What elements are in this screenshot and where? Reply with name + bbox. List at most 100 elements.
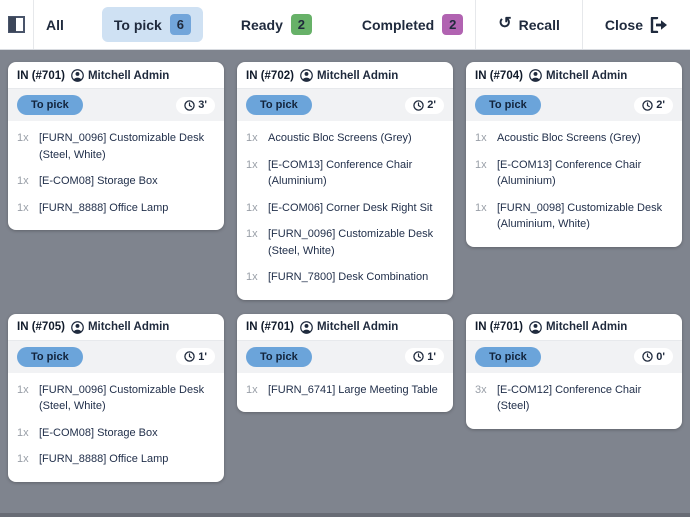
card-badge-row: To pick 2' bbox=[466, 89, 682, 121]
item-row: 1x[E-COM06] Corner Desk Right Sit bbox=[246, 195, 444, 222]
picking-card[interactable]: IN (#702) Mitchell Admin To pick bbox=[237, 62, 453, 300]
card-header: IN (#702) Mitchell Admin bbox=[237, 62, 453, 89]
tab-completed[interactable]: Completed 2 bbox=[350, 7, 475, 42]
card-badge-row: To pick 0' bbox=[466, 340, 682, 373]
card-user: Mitchell Admin bbox=[529, 320, 628, 334]
item-row: 1x [E-COM08] Storage Box bbox=[17, 168, 215, 195]
item-name: [FURN_0098] Customizable Desk (Aluminium… bbox=[497, 201, 663, 231]
card-user: Mitchell Admin bbox=[300, 320, 398, 334]
user-circle-icon bbox=[300, 69, 313, 82]
card-time-pill: 3' bbox=[176, 96, 215, 114]
item-qty: 1x bbox=[246, 132, 258, 144]
sign-out-icon bbox=[650, 16, 668, 33]
card-reference: IN (#701) bbox=[246, 321, 294, 333]
card-time: 1' bbox=[427, 350, 436, 363]
item-qty: 1x bbox=[246, 158, 258, 171]
card-user-name: Mitchell Admin bbox=[87, 69, 170, 82]
card-time: 2' bbox=[656, 99, 665, 111]
picking-card[interactable]: IN (#701) Mitchell Admin To pick bbox=[466, 313, 682, 429]
card-time-pill: 1' bbox=[405, 348, 444, 365]
item-row: 1x[FURN_8888] Office Lamp bbox=[17, 195, 215, 222]
item-qty: 1x bbox=[17, 175, 29, 187]
recall-icon: ↺ bbox=[498, 14, 512, 32]
item-row: 1x[FURN_0098] Customizable Desk (Alumini… bbox=[475, 195, 673, 238]
card-items: 3x [E-COM12] Conference Chair (Steel) bbox=[466, 373, 682, 429]
sidebar-toggle-icon bbox=[7, 16, 25, 33]
clock-icon bbox=[413, 351, 424, 362]
card-user-name: Mitchell Admin bbox=[545, 321, 628, 333]
card-time: 0' bbox=[656, 350, 665, 363]
user-circle-icon bbox=[300, 320, 313, 334]
tab-all[interactable]: All bbox=[34, 10, 76, 40]
tab-to-pick-label: To pick bbox=[113, 16, 162, 33]
item-qty: 1x bbox=[17, 201, 29, 214]
item-name: [E-COM13] Conference Chair (Aluminium) bbox=[268, 158, 413, 188]
clock-icon bbox=[413, 99, 424, 111]
card-header: IN (#701) Mitchell Admin bbox=[8, 62, 224, 89]
clock-icon bbox=[184, 99, 195, 111]
topbar: All To pick 6 Ready 2 Completed 2 ↺ Reca… bbox=[0, 0, 690, 50]
tab-completed-count: 2 bbox=[442, 14, 464, 35]
item-row: 1x[FURN_6741] Large Meeting Table bbox=[246, 377, 444, 404]
tab-ready[interactable]: Ready 2 bbox=[229, 7, 324, 42]
item-qty: 1x bbox=[17, 426, 29, 439]
tab-to-pick[interactable]: To pick 6 bbox=[101, 7, 203, 42]
card-time-pill: 1' bbox=[176, 348, 215, 365]
recall-button[interactable]: ↺ Recall bbox=[475, 0, 582, 49]
filter-tabs: All To pick 6 Ready 2 Completed 2 bbox=[34, 0, 475, 49]
card-user-name: Mitchell Admin bbox=[545, 69, 628, 82]
card-items: 1x [FURN_0096] Customizable Desk (Steel, … bbox=[8, 373, 224, 482]
item-name: [E-COM08] Storage Box bbox=[39, 426, 158, 439]
tab-ready-label: Ready bbox=[240, 16, 283, 33]
picking-card[interactable]: IN (#704) Mitchell Admin To pick bbox=[466, 62, 682, 247]
card-time: 2' bbox=[427, 99, 436, 111]
item-qty: 1x bbox=[246, 271, 258, 283]
item-name: [FURN_8888] Office Lamp bbox=[39, 453, 169, 465]
card-user-name: Mitchell Admin bbox=[87, 321, 170, 333]
card-header: IN (#701) Mitchell Admin bbox=[466, 314, 682, 341]
card-badge-row: To pick 3' bbox=[8, 89, 224, 121]
card-user: Mitchell Admin bbox=[300, 69, 398, 82]
item-row: 1x [E-COM13] Conference Chair (Aluminium) bbox=[475, 152, 673, 195]
tab-all-label: All bbox=[45, 16, 64, 33]
status-badge: To pick bbox=[17, 95, 83, 115]
card-time: 3' bbox=[198, 99, 207, 111]
item-row: 1x[FURN_0096] Customizable Desk (Steel, … bbox=[17, 125, 215, 168]
card-badge-row: To pick 2' bbox=[237, 89, 453, 121]
card-badge-row: To pick 1' bbox=[237, 340, 453, 373]
item-name: [E-COM08] Storage Box bbox=[39, 175, 158, 187]
item-row: 1x[FURN_0096] Customizable Desk (Steel, … bbox=[246, 221, 444, 264]
status-badge: To pick bbox=[475, 346, 541, 367]
status-badge: To pick bbox=[17, 346, 83, 367]
status-badge: To pick bbox=[475, 95, 541, 115]
card-time: 1' bbox=[198, 350, 207, 363]
sidebar-toggle-button[interactable] bbox=[0, 0, 34, 49]
card-user: Mitchell Admin bbox=[529, 69, 627, 82]
item-row: 3x [E-COM12] Conference Chair (Steel) bbox=[475, 377, 673, 420]
card-time-pill: 2' bbox=[405, 96, 444, 114]
card-reference: IN (#705) bbox=[17, 321, 65, 333]
card-user-name: Mitchell Admin bbox=[316, 69, 399, 82]
picking-card[interactable]: IN (#701) Mitchell Admin To pick bbox=[237, 313, 453, 412]
picking-card[interactable]: IN (#701) Mitchell Admin To pick bbox=[8, 62, 224, 230]
item-name: [E-COM06] Corner Desk Right Sit bbox=[268, 201, 433, 214]
item-qty: 1x bbox=[475, 158, 487, 171]
card-header: IN (#704) Mitchell Admin bbox=[466, 62, 682, 89]
card-header: IN (#705) Mitchell Admin bbox=[8, 314, 224, 341]
picking-card[interactable]: IN (#705) Mitchell Admin To pick bbox=[8, 313, 224, 482]
item-qty: 3x bbox=[475, 383, 487, 396]
tab-ready-count: 2 bbox=[290, 14, 312, 35]
close-button[interactable]: Close bbox=[581, 0, 690, 49]
close-label: Close bbox=[604, 16, 643, 33]
recall-label: Recall bbox=[518, 16, 560, 33]
card-time-pill: 0' bbox=[634, 348, 673, 365]
item-name: [E-COM13] Conference Chair (Aluminium) bbox=[497, 158, 642, 188]
item-qty: 1x bbox=[17, 453, 29, 465]
item-name: [FURN_0096] Customizable Desk (Steel, Wh… bbox=[39, 383, 205, 413]
tab-to-pick-count: 6 bbox=[169, 14, 191, 35]
item-name: [E-COM12] Conference Chair (Steel) bbox=[497, 383, 642, 413]
bottom-edge bbox=[0, 513, 690, 517]
cards-grid: IN (#701) Mitchell Admin To pick bbox=[0, 50, 690, 494]
user-circle-icon bbox=[529, 320, 542, 334]
